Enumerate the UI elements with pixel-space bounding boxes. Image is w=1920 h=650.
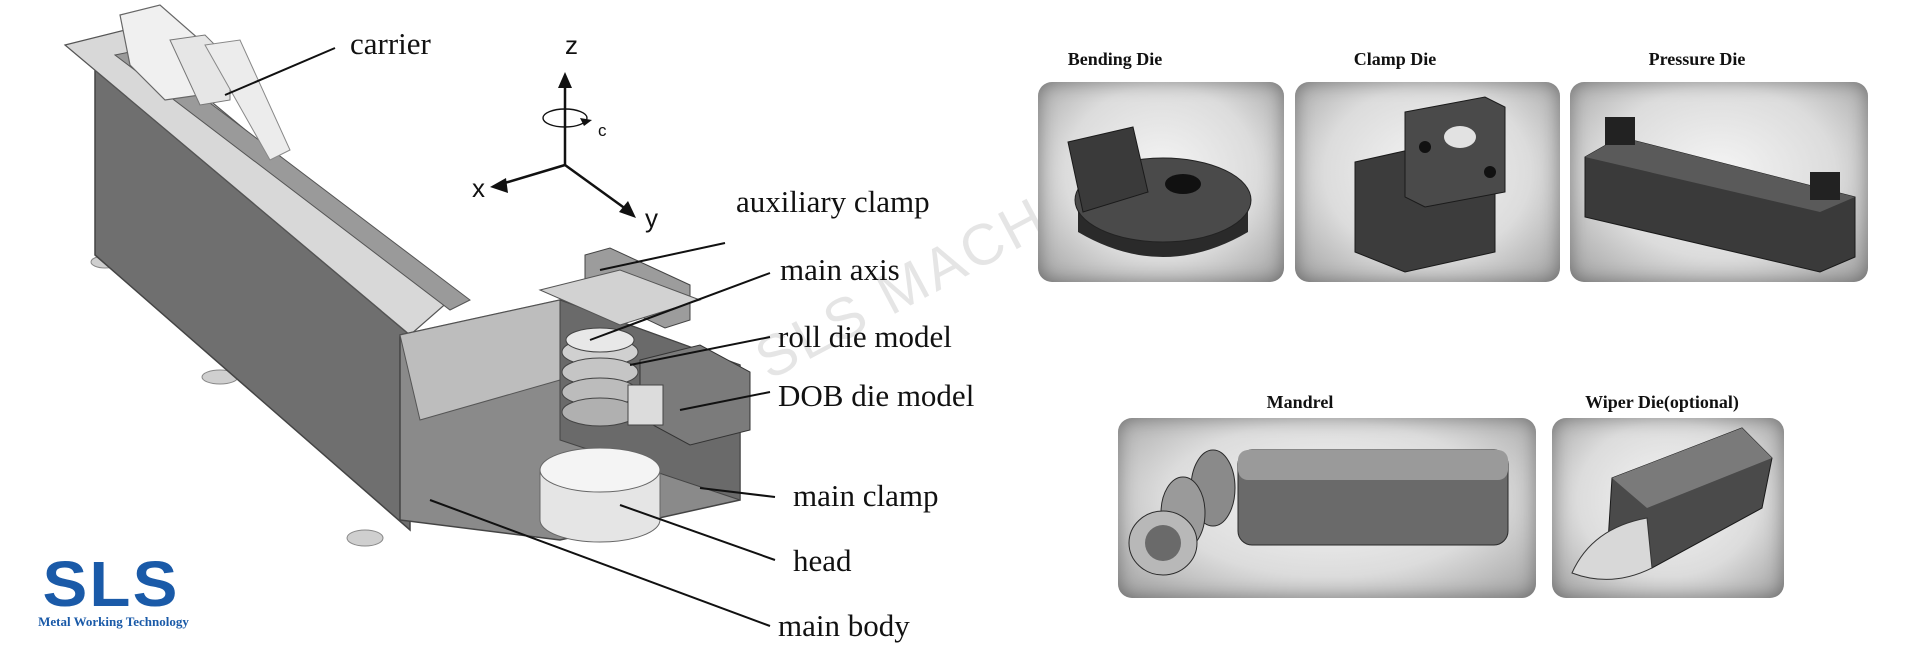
label-dob-die-model: DOB die model: [778, 378, 975, 413]
title-pressure-die: Pressure Die: [1648, 49, 1746, 69]
label-roll-die-model: roll die model: [778, 319, 952, 354]
machine-foot: [346, 529, 384, 547]
logo-wordmark: SLS: [42, 548, 180, 620]
mandrel-photo: [1118, 418, 1536, 598]
label-auxiliary-clamp: auxiliary clamp: [736, 184, 930, 219]
carrier-arm: [204, 39, 291, 161]
title-wiper-die: Wiper Die(optional): [1585, 392, 1739, 412]
leader-main-axis: [589, 272, 771, 341]
label-main-axis: main axis: [780, 252, 900, 287]
axis-x-label: x: [472, 173, 485, 203]
leader-roll-die: [629, 336, 771, 366]
title-bending-die: Bending Die: [1067, 49, 1163, 69]
title-clamp-die: Clamp Die: [1353, 49, 1437, 69]
axis-y-label: y: [645, 203, 658, 233]
leader-carrier: [224, 47, 336, 96]
bending-die-photo: [1038, 82, 1284, 282]
pressure-die-photo: [1570, 82, 1868, 282]
label-main-body: main body: [778, 608, 910, 643]
clamp-die-photo: [1295, 82, 1560, 282]
leader-head: [619, 504, 776, 561]
sls-logo: SLS Metal Working Technology: [26, 552, 196, 632]
label-carrier: carrier: [350, 26, 431, 61]
axis-z-label: z: [565, 30, 578, 60]
axis-c-label: c: [598, 121, 607, 140]
coordinate-axes: [490, 72, 636, 218]
wiper-die-photo: [1552, 418, 1784, 598]
leader-main-clamp: [699, 487, 776, 498]
leader-main-body: [429, 499, 771, 627]
roll-die-stack: [561, 327, 639, 427]
leader-dob-die: [679, 391, 771, 411]
label-head: head: [793, 543, 852, 578]
label-main-clamp: main clamp: [793, 478, 939, 513]
leader-lines: [224, 47, 776, 627]
dob-die-block: [627, 384, 664, 426]
logo-tagline: Metal Working Technology: [38, 614, 189, 629]
leader-auxiliary-clamp: [599, 242, 726, 271]
head-cylinder-top: [539, 447, 661, 493]
title-mandrel: Mandrel: [1266, 392, 1334, 412]
